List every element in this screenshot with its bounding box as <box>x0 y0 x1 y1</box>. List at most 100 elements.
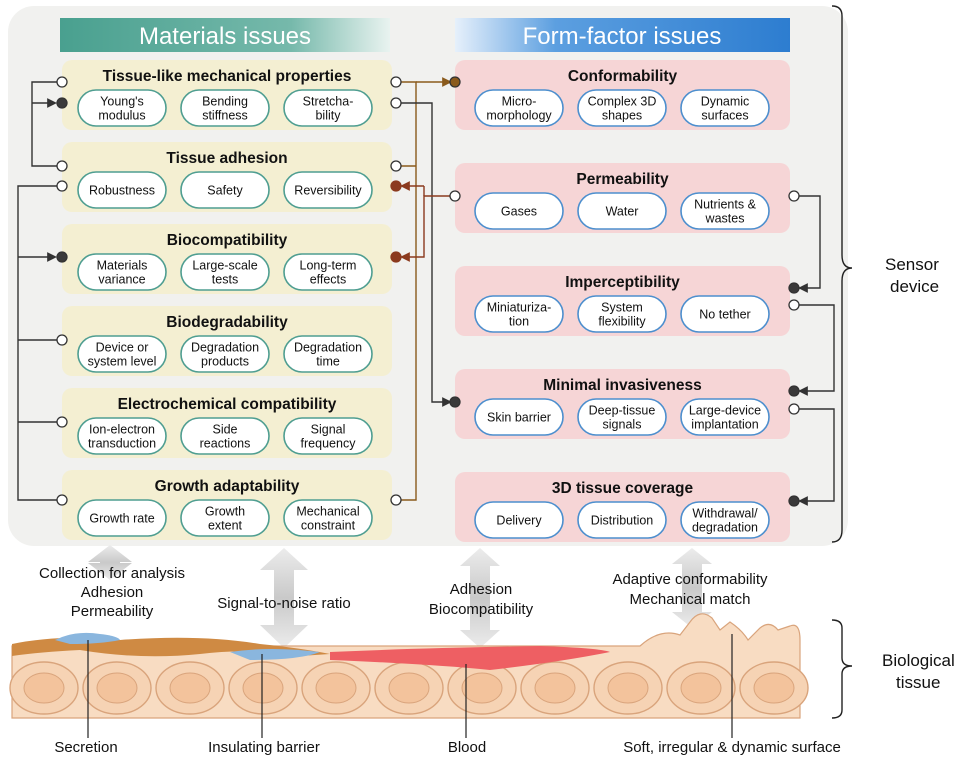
pill-label: Degradation <box>191 341 259 355</box>
terminal-dot <box>56 416 68 428</box>
block-title: Tissue adhesion <box>166 150 287 167</box>
pill <box>77 89 167 127</box>
pill-label: Skin barrier <box>487 411 551 425</box>
label-adaptive-conformability: Adaptive conformability <box>612 571 768 588</box>
terminal-dot <box>390 160 402 172</box>
pill <box>474 89 564 127</box>
terminal-dot <box>788 299 800 311</box>
tissue-cell <box>82 661 152 715</box>
label-permeability: Permeability <box>71 603 154 620</box>
pill-label: Complex 3D <box>588 95 657 109</box>
tissue-cell <box>374 661 444 715</box>
terminal-dot <box>449 190 461 202</box>
terminal-dot <box>390 494 402 506</box>
pill-label: Deep-tissue <box>589 404 656 418</box>
interface-label-collection: Collection for analysis Adhesion Permeab… <box>39 565 185 620</box>
pill <box>180 171 270 209</box>
block-imperceptibility: ImperceptibilityMiniaturiza-tionSystemfl… <box>455 266 790 336</box>
pill-label: Miniaturiza- <box>487 301 552 315</box>
pill-label: constraint <box>301 519 356 533</box>
materials-blocks: Tissue-like mechanical propertiesYoung's… <box>62 60 392 540</box>
pill <box>680 89 770 127</box>
label-insulating-barrier: Insulating barrier <box>208 739 320 756</box>
terminal-dot <box>788 282 800 294</box>
terminal-dot <box>56 160 68 172</box>
pill-label: Large-device <box>689 404 761 418</box>
label-mechanical-match: Mechanical match <box>630 591 751 608</box>
pill-label: modulus <box>98 109 145 123</box>
pill-label: effects <box>310 273 347 287</box>
pill <box>180 335 270 373</box>
materials-header: Materials issues <box>60 18 390 52</box>
pill <box>180 89 270 127</box>
pill <box>283 253 373 291</box>
tissue-leaders <box>87 634 733 738</box>
terminal-dot <box>788 495 800 507</box>
pill-label: Device or <box>96 341 149 355</box>
terminal-dot <box>56 251 68 263</box>
pill <box>577 192 667 230</box>
pill <box>283 171 373 209</box>
pill-label: extent <box>208 519 243 533</box>
terminal-dot <box>390 97 402 109</box>
pill-label: implantation <box>691 418 758 432</box>
block-title: Biocompatibility <box>167 232 288 249</box>
pill-label: Water <box>606 205 639 219</box>
pill <box>180 417 270 455</box>
pill <box>283 417 373 455</box>
pill <box>474 501 564 539</box>
pill-label: Robustness <box>89 184 155 198</box>
block-electrochemical-compatibility: Electrochemical compatibilityIon-electro… <box>62 388 392 458</box>
pill <box>680 501 770 539</box>
terminal-dot <box>449 396 461 408</box>
pill <box>283 335 373 373</box>
form-factor-header-label: Form-factor issues <box>523 23 722 50</box>
block-title: Minimal invasiveness <box>543 377 702 394</box>
label-signal-to-noise: Signal-to-noise ratio <box>217 595 350 612</box>
block-tissue-like-mechanical-properties: Tissue-like mechanical propertiesYoung's… <box>62 60 392 130</box>
block-title: 3D tissue coverage <box>552 480 694 497</box>
materials-header-label: Materials issues <box>139 23 311 50</box>
pill <box>474 295 564 333</box>
label-soft-irregular-surface: Soft, irregular & dynamic surface <box>623 739 841 756</box>
terminal-dot <box>56 494 68 506</box>
pill-label: wastes <box>705 212 745 226</box>
pill <box>283 89 373 127</box>
tissue-cells <box>9 661 809 715</box>
pill-label: time <box>316 355 340 369</box>
label-biocompatibility: Biocompatibility <box>429 601 534 618</box>
pill-label: Degradation <box>294 341 362 355</box>
label-adhesion-left: Adhesion <box>81 584 144 601</box>
pill-label: Side <box>212 423 237 437</box>
pill-label: flexibility <box>598 315 646 329</box>
block-title: Electrochemical compatibility <box>118 396 337 413</box>
tissue-cell <box>593 661 663 715</box>
pill-label: Nutrients & <box>694 198 756 212</box>
pill-label: variance <box>98 273 145 287</box>
sensor-device-label-2: device <box>890 277 939 296</box>
arrow-signal <box>260 548 308 648</box>
tissue-cell <box>739 661 809 715</box>
block-title: Conformability <box>568 68 678 85</box>
terminal-dot <box>449 76 461 88</box>
terminal-dot <box>390 251 402 263</box>
pill-label: signals <box>603 418 642 432</box>
pill-label: Signal <box>311 423 346 437</box>
pill-label: No tether <box>699 308 750 322</box>
pill-label: Delivery <box>496 514 542 528</box>
connector-terminals <box>56 76 800 507</box>
pill-label: Micro- <box>502 95 537 109</box>
pill-label: Dynamic <box>701 95 750 109</box>
pill-label: Distribution <box>591 514 654 528</box>
pill-label: products <box>201 355 249 369</box>
left-connectors <box>17 81 62 501</box>
tissue-cell <box>666 661 736 715</box>
pill-label: Bending <box>202 95 248 109</box>
pill-label: tests <box>212 273 238 287</box>
